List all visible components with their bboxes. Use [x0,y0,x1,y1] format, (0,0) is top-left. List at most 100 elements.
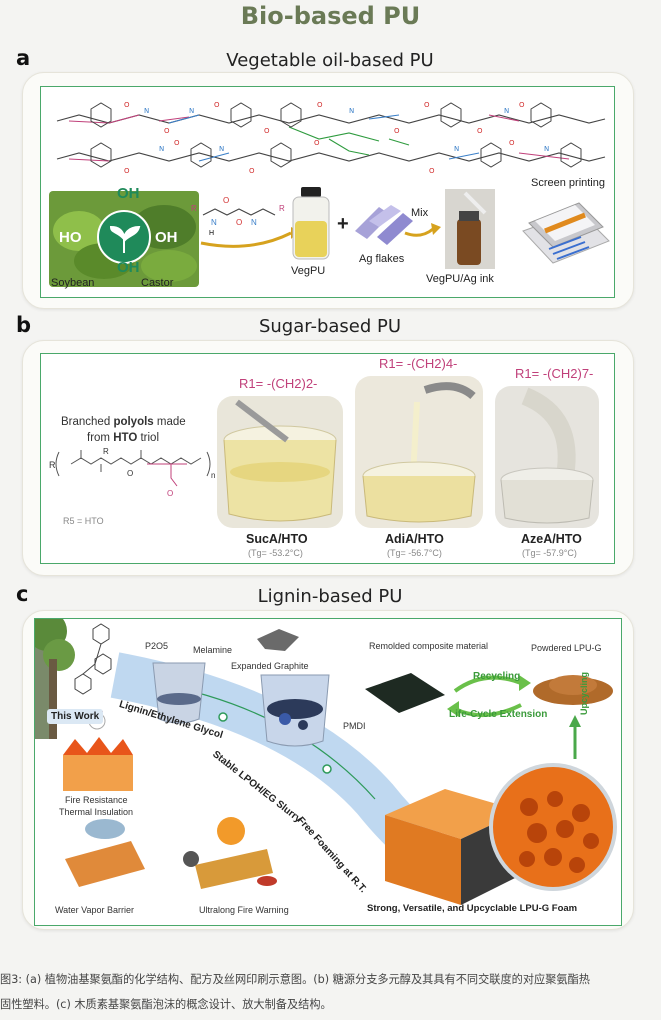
sample1-jar-image [217,396,343,528]
polyol-text-line2: from HTO triol [87,432,159,444]
panel-a-letter: a [16,46,31,70]
svg-text:O: O [223,196,229,205]
svg-text:O: O [394,127,400,135]
p2o5-label: P2O5 [145,641,169,651]
svg-text:R: R [103,447,109,456]
ink-label: VegPU/Ag ink [426,273,494,285]
panel-a-title: Vegetable oil-based PU [226,50,434,71]
recycling-label: Recycling [473,671,521,682]
polyol-text-1a: Branched [61,416,114,428]
svg-text:O: O [429,167,435,175]
lignin-foam-scene [35,619,617,905]
svg-text:O: O [164,127,170,135]
panel-c-inner: This Work P2O5 Melamine Expanded Graphit… [34,618,622,926]
panel-c-title: Lignin-based PU [257,586,403,607]
svg-text:O: O [167,489,173,498]
r2-label: R [279,204,285,213]
sample2-jar-image [355,376,483,528]
sample3-name: AzeA/HTO [521,532,582,546]
panel-b-letter: b [16,313,32,337]
svg-text:N: N [504,107,509,115]
sample3-tg: (Tg= -57.9°C) [522,548,577,558]
svg-text:n: n [211,471,215,480]
screen-printing-image [522,202,610,264]
castor-label: Castor [141,277,174,289]
r-group-fragment: O O N N H [200,196,299,248]
sample2-name: AdiA/HTO [385,532,444,546]
svg-text:O: O [477,127,483,135]
fire-resistance-label: Fire Resistance [65,795,128,805]
svg-text:N: N [159,145,164,153]
r5-label: R5 = HTO [63,516,104,526]
oh-top: OH [117,185,140,202]
svg-text:N: N [544,145,549,153]
svg-text:N: N [349,107,354,115]
panel-b-title: Sugar-based PU [258,316,402,337]
polyol-structure: R R O n O [49,447,215,498]
ink-vial-image [445,189,495,269]
polyol-text-2a: from [87,432,114,444]
caption-line2: 固性塑料。(c) 木质素基聚氨酯泡沫的概念设计、放大制备及结构。 [0,998,332,1011]
ag-flakes-image [355,205,413,245]
svg-text:O: O [509,139,515,147]
sample1-name: SucA/HTO [246,532,308,546]
svg-text:O: O [314,139,320,147]
svg-text:O: O [124,101,130,109]
svg-text:H: H [209,230,214,237]
ag-flakes-label: Ag flakes [359,253,405,265]
svg-text:O: O [249,167,255,175]
upcycling-label: Upcycling [579,671,589,715]
mix-label: Mix [411,207,429,219]
svg-text:O: O [124,167,130,175]
expanded-graphite-label: Expanded Graphite [231,661,309,671]
soybean-castor-image [49,191,199,287]
r1-label: R [191,204,197,213]
svg-text:N: N [454,145,459,153]
thermal-insulation-label: Thermal Insulation [59,807,134,817]
svg-text:O: O [174,139,180,147]
polyol-text-1c: made [153,416,186,428]
polyol-text-2c: triol [137,432,160,444]
sample3-jar-image [495,386,599,528]
ho-left: HO [59,229,82,246]
svg-text:N: N [251,218,257,227]
svg-text:N: N [211,218,217,227]
panel-c-letter: c [16,582,29,606]
svg-text:N: N [219,145,224,153]
foam-label: Strong, Versatile, and Upcyclable LPU-G … [367,903,578,914]
polyol-text-2b: HTO [113,432,138,444]
svg-text:O: O [317,101,323,109]
svg-text:O: O [236,218,242,227]
sample1-r1: R1= -(CH2)2- [239,376,318,391]
vegpu-label: VegPU [291,265,326,277]
svg-text:O: O [424,101,430,109]
water-vapor-label: Water Vapor Barrier [55,905,135,915]
sample2-r1: R1= -(CH2)4- [379,356,458,371]
life-cycle-label: Life-Cycle Extension [449,709,548,720]
powdered-label: Powdered LPU-G [531,643,602,653]
fire-warning-label: Ultralong Fire Warning [199,905,289,915]
panel-b-inner: Branched polyols made from HTO triol R R… [40,353,615,564]
remolded-label: Remolded composite material [369,641,489,651]
polyol-text-1b: polyols [113,416,154,428]
svg-text:N: N [144,107,149,115]
pmdi-label: PMDI [343,721,366,731]
melamine-label: Melamine [193,645,233,655]
this-work-label: This Work [47,709,104,724]
plus-sign: + [337,213,349,235]
svg-text:O: O [214,101,220,109]
sample2-tg: (Tg= -56.7°C) [387,548,442,558]
caption-line1: 图3: (a) 植物油基聚氨酯的化学结构、配方及丝网印刷示意图。(b) 糖源分支… [0,973,590,986]
vegpu-bottle [292,187,330,260]
sample1-tg: (Tg= -53.2°C) [248,548,303,558]
svg-text:R: R [49,460,56,470]
figure-title: Bio-based PU [240,2,421,30]
screen-printing-label: Screen printing [531,177,605,189]
soybean-label: Soybean [51,277,95,289]
oh-right: OH [155,229,178,246]
sample3-r1: R1= -(CH2)7- [515,366,594,381]
mix-arrow [404,223,441,237]
figure-caption: 图3: (a) 植物油基聚氨酯的化学结构、配方及丝网印刷示意图。(b) 糖源分支… [0,967,661,1017]
svg-text:O: O [264,127,270,135]
